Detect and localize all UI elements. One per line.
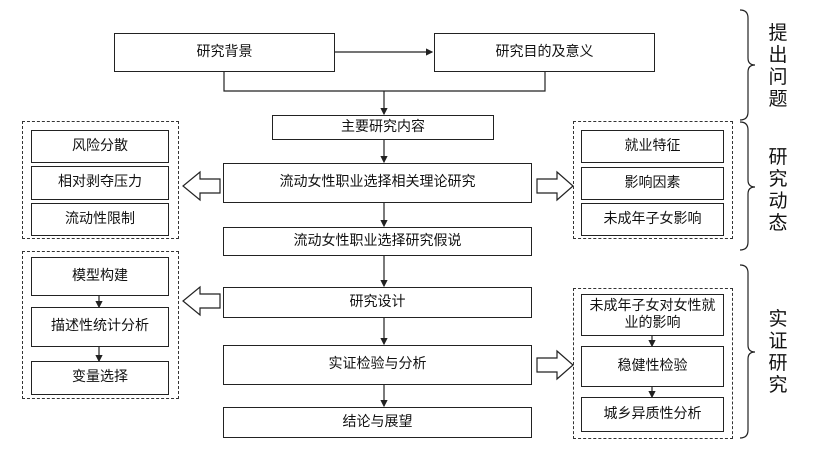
box-urban-rural-heterogeneity: 城乡异质性分析	[581, 397, 724, 432]
box-influencing-factors: 影响因素	[581, 167, 724, 200]
hollow-arrow-right-1	[536, 170, 574, 202]
box-mobility-limits: 流动性限制	[31, 203, 169, 236]
box-hypothesis: 流动女性职业选择研究假说	[223, 227, 532, 256]
brace-1	[739, 9, 756, 121]
box-model-building: 模型构建	[31, 257, 169, 296]
hollow-arrow-left-1	[182, 170, 221, 202]
box-theory-research: 流动女性职业选择相关理论研究	[223, 163, 532, 203]
box-minor-children-effect: 未成年子女影响	[581, 203, 724, 236]
box-descriptive-stats: 描述性统计分析	[31, 307, 169, 347]
hollow-arrow-left-2	[182, 285, 221, 317]
box-research-design: 研究设计	[223, 287, 532, 318]
box-robustness-test: 稳健性检验	[581, 346, 724, 387]
group-theory-left	[22, 121, 179, 239]
brace-2	[739, 121, 756, 251]
box-conclusion: 结论与展望	[223, 407, 532, 438]
hollow-arrow-right-2	[536, 349, 574, 381]
box-research-background: 研究背景	[114, 33, 335, 72]
box-empirical-analysis: 实证检验与分析	[223, 345, 532, 385]
box-risk-diversification: 风险分散	[31, 130, 169, 163]
box-employment-features: 就业特征	[581, 130, 724, 163]
group-theory-right	[573, 121, 733, 239]
box-children-effect-on-employment: 未成年子女对女性就业的影响	[581, 294, 724, 336]
group-empirical-right	[573, 288, 733, 439]
box-variable-selection: 变量选择	[31, 361, 169, 395]
section-label-problem: 提出问题	[768, 22, 788, 110]
brace-3	[739, 264, 756, 439]
box-relative-deprivation: 相对剥夺压力	[31, 166, 169, 200]
box-research-purpose: 研究目的及意义	[434, 33, 655, 72]
group-design-left	[22, 251, 179, 399]
merge-line	[223, 72, 546, 92]
box-main-content: 主要研究内容	[272, 115, 494, 140]
section-label-literature: 研究动态	[768, 146, 788, 234]
section-label-empirical: 实证研究	[768, 308, 788, 396]
